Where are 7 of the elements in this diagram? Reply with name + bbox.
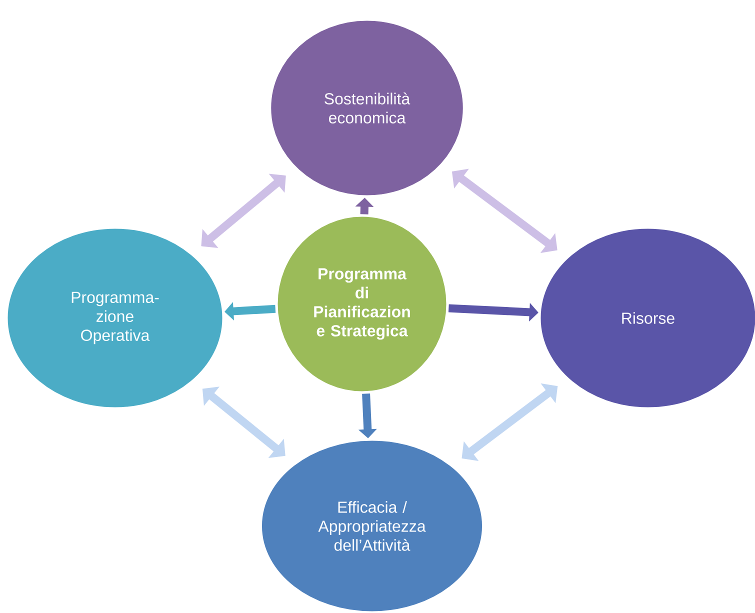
ellipse-node: Programma- zione Operativa (6, 227, 224, 409)
ellipse-node: Risorse (539, 227, 755, 409)
ellipse-node: Efficacia / Appropriatezza dell’Attività (260, 439, 484, 613)
block-arrow (462, 383, 558, 462)
ellipse-node: Programma di Pianificazion e Strategica (276, 215, 448, 393)
block-arrow (201, 174, 286, 248)
ellipse-node: Sostenibilità economica (270, 19, 464, 197)
